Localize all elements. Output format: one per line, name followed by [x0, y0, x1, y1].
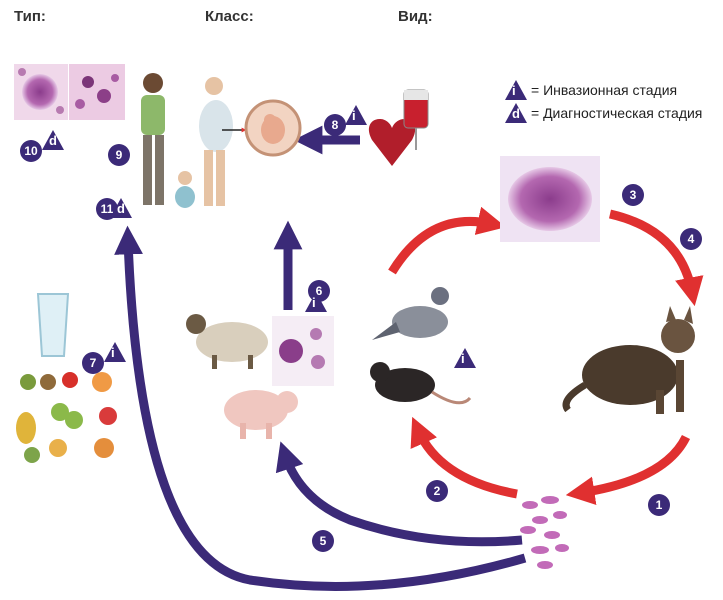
stage-marker-letter: d	[117, 201, 125, 216]
step-badge-7: 7	[82, 352, 104, 374]
fetus-in-uterus-illustration	[244, 99, 302, 157]
step-badge-4: 4	[680, 228, 702, 250]
cat-illustration	[562, 306, 695, 414]
tissue-cyst-micrograph-3	[500, 156, 600, 242]
step-badge-5: 5	[312, 530, 334, 552]
arrow-hosts-to-cyst	[388, 206, 507, 275]
step-badge-1: 1	[648, 494, 670, 516]
arrow-cyst-to-cat	[608, 209, 704, 307]
tissue-cyst-micrograph-10	[14, 64, 68, 120]
blood-smear-micrograph-6	[272, 316, 334, 386]
type-header: Тип:	[14, 8, 46, 25]
infective-stage-icon: i	[505, 80, 527, 100]
stage-marker-letter: i	[312, 295, 316, 310]
step-badge-3: 3	[622, 184, 644, 206]
legend-diagnostic-text: = Диагностическая стадия	[531, 105, 703, 121]
infective-stage-marker: i	[345, 105, 367, 125]
stage-marker-letter: i	[461, 351, 465, 366]
fruits-and-vegetables-illustration	[16, 372, 117, 463]
blood-bag-illustration	[403, 89, 429, 150]
step-badge-10: 10	[20, 140, 42, 162]
step-badge-2: 2	[426, 480, 448, 502]
oocyst-cluster-micrograph	[520, 496, 569, 569]
arrow-oocysts-to-livestock	[275, 441, 523, 547]
infective-stage-marker: i	[104, 342, 126, 362]
infective-stage-marker: i	[454, 348, 476, 368]
diagnostic-stage-icon: d	[505, 103, 527, 123]
arrow-oocysts-to-humans	[114, 225, 527, 591]
pigeon-illustration	[372, 287, 449, 340]
pig-illustration	[224, 390, 298, 439]
diagnostic-stage-marker: d	[42, 130, 64, 150]
diagnostic-stage-marker: d	[110, 198, 132, 218]
heart-illustration	[368, 118, 416, 166]
sheep-illustration	[186, 314, 268, 369]
arrow-oocysts-to-hosts	[410, 416, 518, 499]
rat-illustration	[370, 362, 472, 405]
water-glass-illustration	[36, 293, 70, 357]
infective-stage-marker: i	[305, 292, 327, 312]
legend-infective: i = Инвазионная стадия	[505, 80, 677, 100]
class-header: Класс:	[205, 8, 254, 25]
step-badge-9: 9	[108, 144, 130, 166]
stage-marker-letter: i	[111, 345, 115, 360]
legend-infective-text: = Инвазионная стадия	[531, 82, 678, 98]
stage-marker-letter: d	[49, 133, 57, 148]
species-header: Вид:	[398, 8, 433, 25]
stage-marker-letter: i	[352, 108, 356, 123]
legend-diagnostic: d = Диагностическая стадия	[505, 103, 702, 123]
tachyzoite-micrograph-9	[69, 64, 125, 120]
human-family-illustration	[141, 73, 233, 208]
arrow-cat-to-oocysts	[565, 434, 691, 506]
step-badge-8: 8	[324, 114, 346, 136]
